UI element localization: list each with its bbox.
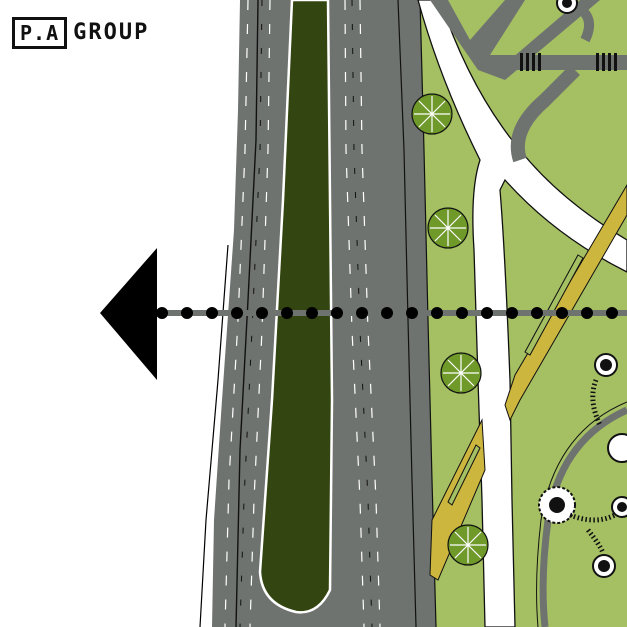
- bike-path-slot: [447, 444, 481, 506]
- section-line-dots: [156, 307, 618, 319]
- service-road-edge: [397, 0, 417, 627]
- ticked-arc: [569, 512, 617, 523]
- tree: [411, 93, 453, 135]
- inner-road: [510, 65, 580, 163]
- brand-logo-name: GROUP: [73, 20, 150, 45]
- road-edge-line: [207, 0, 237, 627]
- brand-logo: P.A GROUP: [12, 16, 149, 50]
- circular-walkway-edge: [536, 401, 627, 627]
- bike-path: [504, 184, 627, 422]
- node: [594, 353, 618, 377]
- bike-path-slot: [524, 254, 584, 356]
- node: [556, 0, 578, 14]
- tree: [427, 207, 469, 249]
- brand-logo-mark: P.A: [12, 17, 68, 49]
- lane-divider: [235, 0, 259, 627]
- ticked-arc: [586, 528, 606, 554]
- tree: [447, 524, 489, 566]
- access-road: [430, 0, 627, 70]
- median-strip: [258, 0, 334, 614]
- node: [592, 554, 616, 578]
- direction-arrow-icon: [100, 248, 157, 380]
- node: [538, 486, 576, 524]
- access-road-branch: [478, 0, 600, 80]
- tree: [440, 352, 482, 394]
- lane-markings-dark: [239, 0, 373, 627]
- crosswalk: [520, 53, 617, 71]
- node: [611, 496, 627, 518]
- node: [607, 433, 627, 463]
- lane-markings: [224, 0, 381, 627]
